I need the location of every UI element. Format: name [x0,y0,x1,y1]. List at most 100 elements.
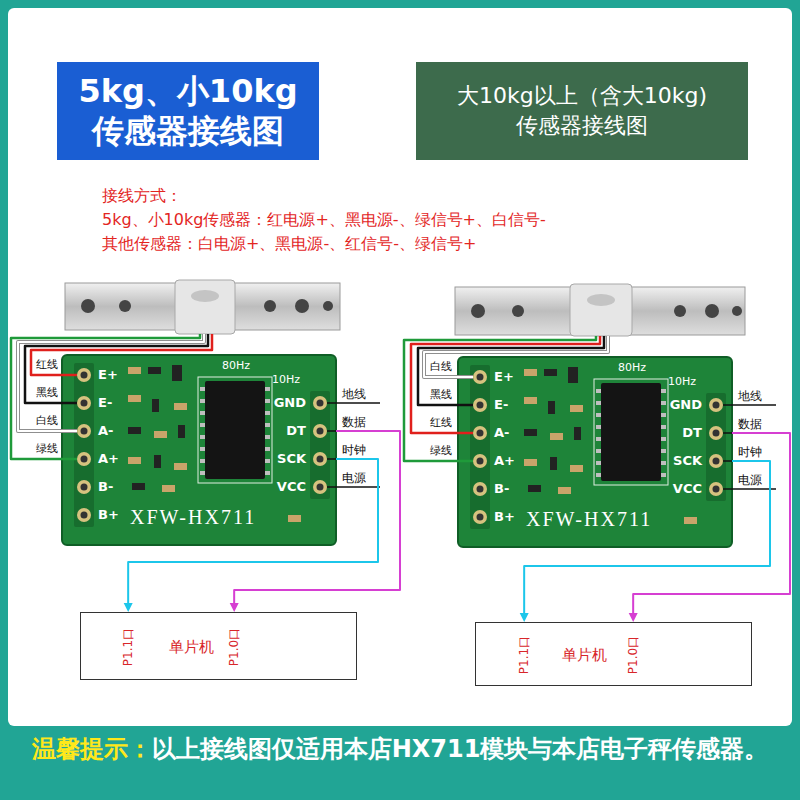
notice-text: 以上接线图仅适用本店HX711模块与本店电子秤传感器。 [152,735,769,763]
strain-gauge [587,294,615,306]
hx711-pcb [62,355,336,545]
signal-label: 时钟 [342,443,366,457]
wire-color-label: 黑线 [430,389,452,401]
pin-label: DT [682,425,702,441]
leader-line [327,430,336,432]
leader-line [327,486,380,488]
pin-label: A- [98,423,113,439]
pin-label: A+ [98,451,119,467]
frequency-label: 10Hz [272,373,300,386]
pin-label: E- [98,395,112,411]
port-label: P1.1口 [121,628,135,666]
bolt-hole [732,306,742,316]
signal-wire [234,431,400,603]
signal-label: 电源 [738,473,762,487]
port-label: P1.0口 [227,628,241,666]
signal-wire [128,459,378,603]
wiring-note: 5kg、小10kg传感器：红电源+、黑电源-、绿信号+、白信号- [102,210,546,230]
pin-label: VCC [277,479,306,495]
leader-line [723,404,776,406]
wire-color-label: 白线 [430,361,452,373]
bolt-hole [674,305,686,317]
wire-color-label: 黑线 [36,387,58,399]
leader-line [723,488,776,490]
mcu-label: 单片机 [169,638,214,656]
leader-line [327,402,380,404]
leader-lines [327,403,776,489]
bolt-hole [295,299,309,313]
load-cell [455,284,745,336]
wire-color-label: 红线 [36,359,58,371]
strain-gauge [191,290,219,302]
title-text: 大10kg以上（含大10kg) 传感器接线图 [426,81,738,141]
sensor-wires [11,334,608,461]
red-wire [31,334,212,375]
title-text: 5kg、小10kg 传感器接线图 [67,71,309,151]
signal-label: 时钟 [738,445,762,459]
bolt-hole [705,304,719,318]
pin-label: A- [494,425,509,441]
leader-line [723,432,732,434]
pin-label: B+ [98,507,119,523]
bolt-hole [471,304,485,318]
leader-line [327,458,336,460]
board-model: XFW-HX711 [130,505,256,529]
strain-gauge [175,280,235,334]
signal-wire [524,461,770,613]
pin-label: B+ [494,509,515,525]
pin-label: E+ [98,367,118,383]
pin-label: E+ [494,369,514,385]
pin-label: GND [670,397,702,413]
frequency-label: 80Hz [618,361,646,374]
wiring-note: 其他传感器：白电源+、黑电源-、红信号-、绿信号+ [102,234,476,254]
bolt-hole [512,305,524,317]
arrow-head [124,603,133,612]
black-wire [418,336,604,405]
bolt-hole [264,300,276,312]
white-wire [18,334,204,431]
white-wire [18,334,204,431]
black-wire [25,334,208,403]
bolt-hole [81,299,95,313]
load-cell [65,280,340,334]
notice-line: 温馨提示：以上接线图仅适用本店HX711模块与本店电子秤传感器。 [20,734,780,764]
port-label: P1.1口 [517,636,531,674]
bolt-hole [119,300,131,312]
white-panel [8,8,792,726]
title-box: 大10kg以上（含大10kg) 传感器接线图 [416,62,748,160]
pin-label: A+ [494,453,515,469]
port-label: P1.0口 [626,636,640,674]
green-wire [11,334,200,459]
pin-label: B- [98,479,113,495]
wire-color-label: 白线 [36,415,58,427]
hx711-board: E+E-A-A+B-B+80Hz10HzGNDDTSCKVCCXFW-HX711 [458,357,732,547]
pin-label: SCK [277,451,306,467]
arrow-head [520,613,529,622]
bolt-hole [323,301,333,311]
title-box: 5kg、小10kg 传感器接线图 [57,62,319,160]
frequency-label: 80Hz [222,359,250,372]
mcu-label: 单片机 [562,646,607,664]
green-wire [404,336,596,461]
wire-color-label: 红线 [430,417,452,429]
strain-gauge [570,284,632,336]
pin-label: E- [494,397,508,413]
wire-color-label: 绿线 [36,443,58,455]
notice-title: 温馨提示： [32,735,152,763]
wiring-note: 接线方式： [102,186,182,206]
pin-label: SCK [673,453,702,469]
signal-label: 电源 [342,471,366,485]
mcu-box: 单片机 P1.1口 P1.0口 [475,622,752,686]
pin-label: DT [286,423,306,439]
pin-label: GND [274,395,306,411]
pin-label: VCC [673,481,702,497]
signal-label: 地线 [342,387,366,401]
signal-arrow [629,433,790,622]
signal-label: 数据 [342,415,366,429]
signal-label: 地线 [738,389,762,403]
frequency-label: 10Hz [668,375,696,388]
arrow-head [629,613,638,622]
arrow-head [230,603,239,612]
